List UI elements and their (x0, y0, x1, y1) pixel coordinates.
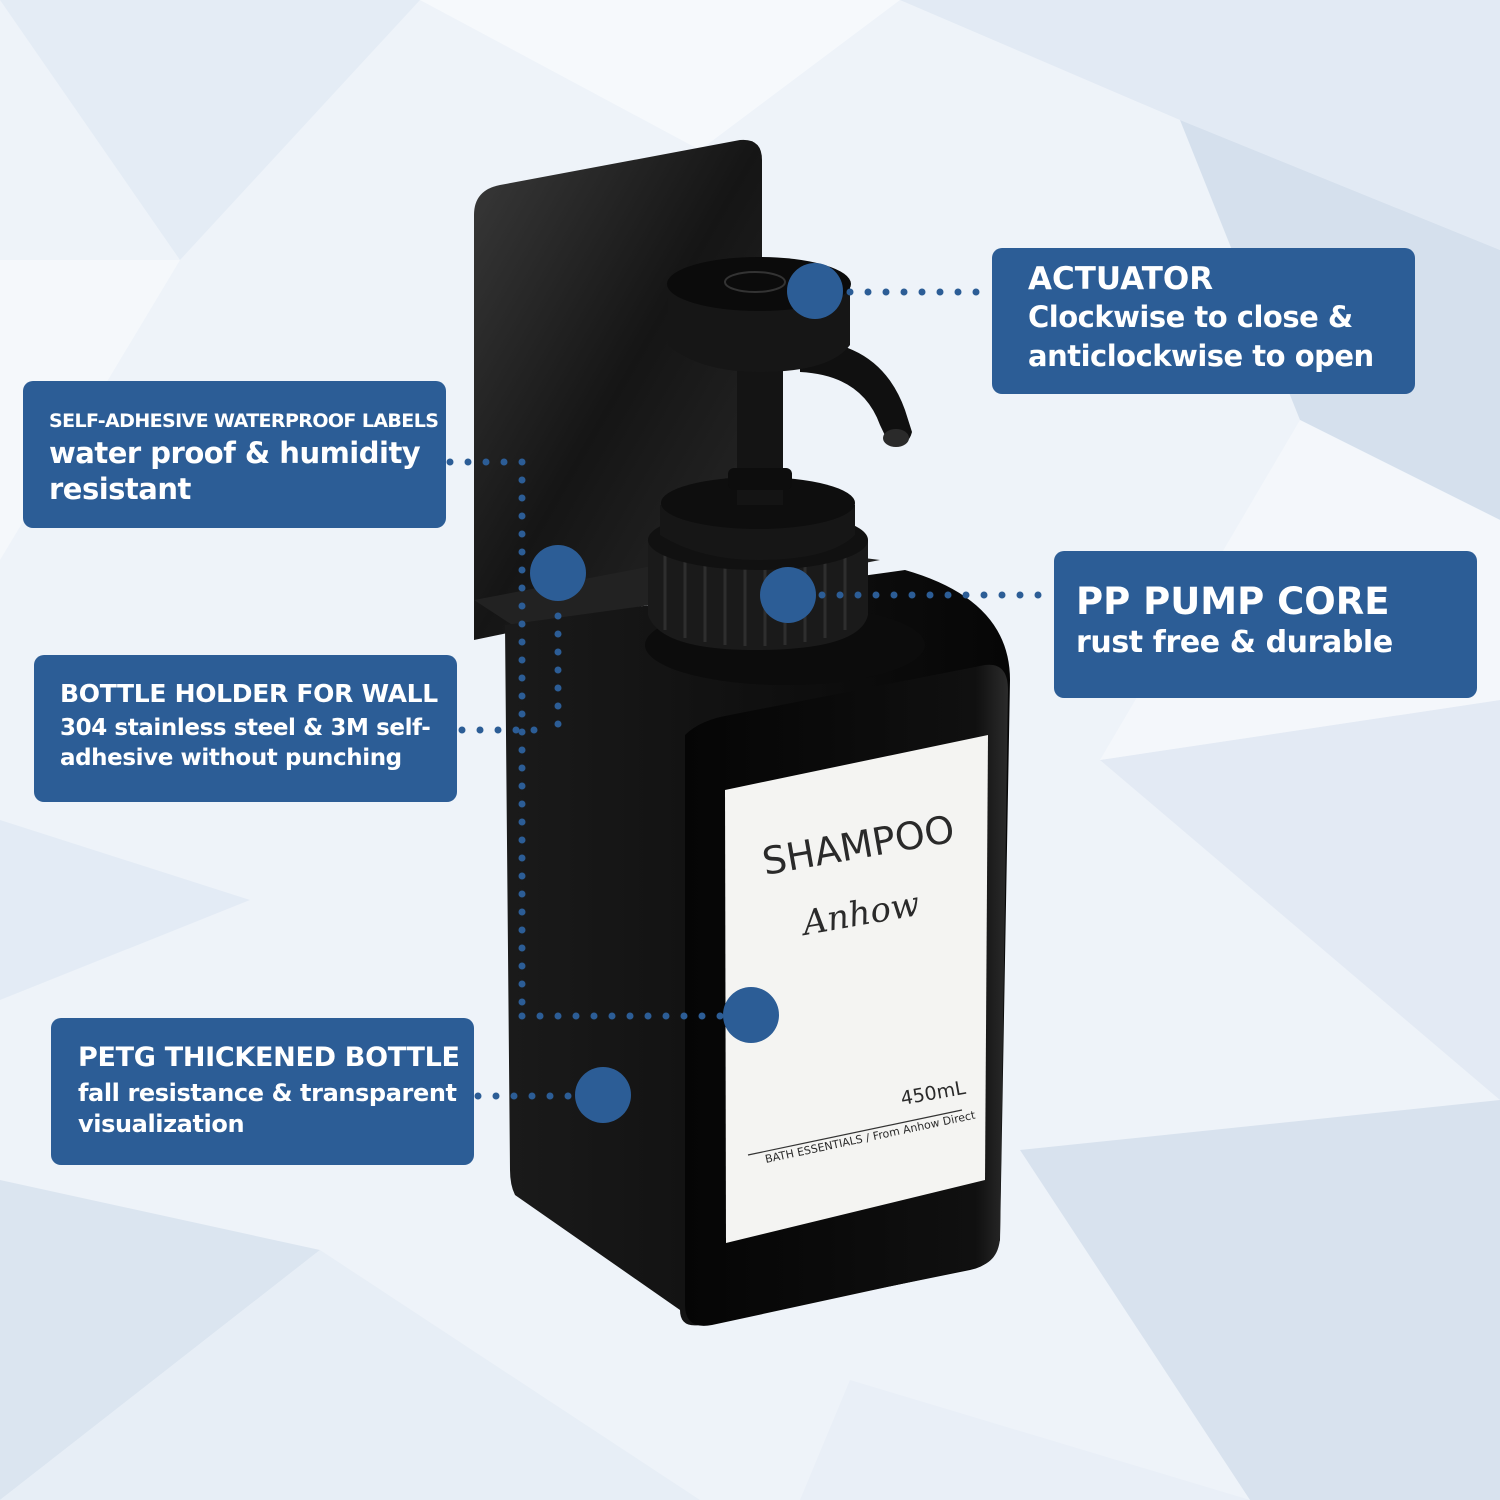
leader-bottle (474, 1092, 572, 1100)
marker-actuator (787, 263, 843, 319)
callout-pump-core: PP PUMP CORE rust free & durable (1054, 551, 1477, 698)
bottle-body: SHAMPOO Anhow 450mL BATH ESSENTIALS / Fr… (505, 570, 1010, 1326)
leader-holder (458, 612, 562, 734)
callout-pump-title: PP PUMP CORE (1076, 580, 1390, 623)
leader-actuator (846, 288, 980, 296)
marker-body (723, 987, 779, 1043)
callout-bottle-holder: BOTTLE HOLDER FOR WALL 304 stainless ste… (34, 655, 457, 802)
callout-bottle-desc: fall resistance & transparent visualizat… (78, 1079, 457, 1138)
callout-labels-title: SELF-ADHESIVE WATERPROOF LABELS (49, 410, 439, 432)
callout-holder-desc: 304 stainless steel & 3M self- adhesive … (60, 715, 431, 771)
callout-actuator-title: ACTUATOR (1028, 261, 1214, 297)
marker-bottle (575, 1067, 631, 1123)
callout-labels: SELF-ADHESIVE WATERPROOF LABELS water pr… (23, 381, 446, 528)
callout-petg-bottle: PETG THICKENED BOTTLE fall resistance & … (51, 1018, 474, 1165)
callout-actuator-desc: Clockwise to close & anticlockwise to op… (1028, 300, 1374, 373)
callout-holder-title: BOTTLE HOLDER FOR WALL (60, 679, 438, 708)
leader-pump (818, 591, 1042, 599)
bottle-collar (645, 477, 925, 685)
marker-labels (530, 545, 586, 601)
callout-bottle-title: PETG THICKENED BOTTLE (78, 1042, 460, 1073)
markers (530, 263, 843, 1123)
leader-labels (446, 458, 724, 1020)
leader-lines (446, 288, 1042, 1100)
callout-labels-desc: water proof & humidity resistant (49, 436, 421, 506)
callout-actuator: ACTUATOR Clockwise to close & anticlockw… (992, 248, 1415, 394)
callout-pump-desc: rust free & durable (1076, 625, 1393, 660)
marker-pump (760, 567, 816, 623)
